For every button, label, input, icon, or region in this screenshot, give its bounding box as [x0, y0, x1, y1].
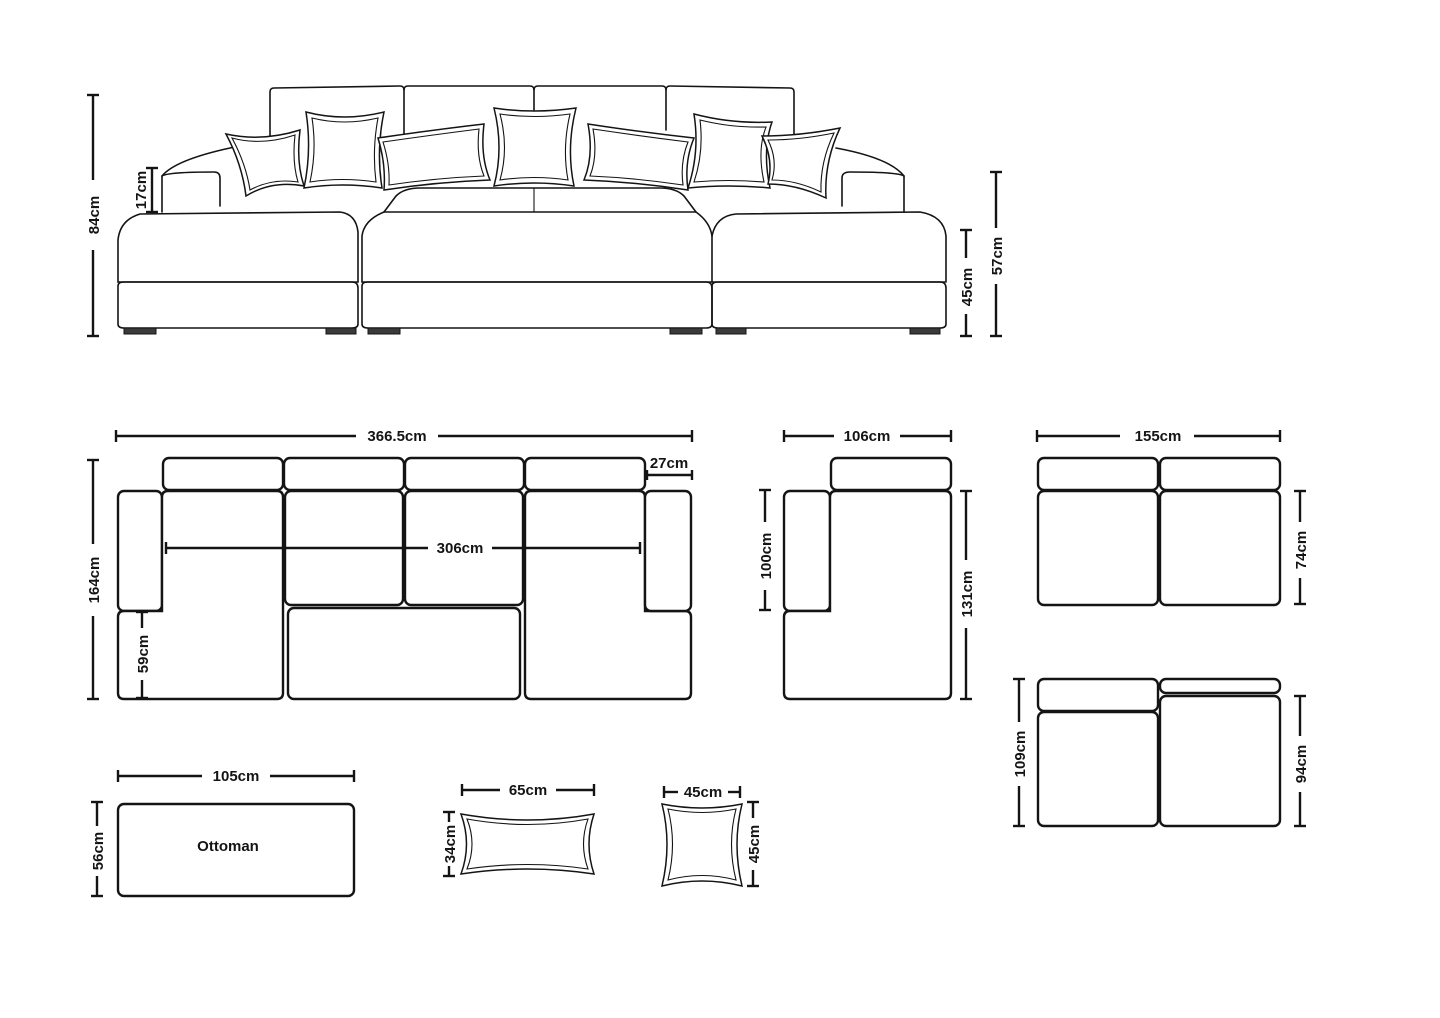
decorative-pillows [224, 107, 842, 200]
middle-module: 155cm 74cm [1035, 428, 1310, 607]
height-total-label: 84cm [86, 196, 103, 234]
sofa-front-view [117, 85, 947, 335]
ottoman-width-label: 105cm [213, 768, 260, 785]
sofa-top-plan [116, 456, 693, 701]
middle-seat-front [361, 187, 713, 335]
middle-depth-label: 74cm [1293, 531, 1310, 569]
armrest-height-label: 17cm [133, 171, 150, 209]
middle-width-label: 155cm [1135, 428, 1182, 445]
seat-height-label: 45cm [959, 268, 976, 306]
front-dimensions: 84cm 17cm 45cm 57cm [86, 93, 1006, 338]
plan-dimensions: 366.5cm 27cm 306cm 164cm 59cm [86, 428, 694, 701]
inner-width-label: 306cm [437, 540, 484, 557]
corner-depth-label: 109cm [1012, 731, 1029, 778]
rect-pillow: 65cm 34cm [442, 782, 596, 878]
pillow-rect-height-label: 34cm [442, 825, 459, 863]
backrest-depth-label: 27cm [650, 455, 688, 472]
total-depth-label: 164cm [86, 557, 103, 604]
left-armrest [161, 139, 263, 213]
right-chaise-front [711, 211, 947, 335]
left-chaise-front [117, 211, 359, 335]
chaise-inner-label: 100cm [758, 533, 775, 580]
arm-depth-label: 59cm [135, 635, 152, 673]
pillow-sq-width-label: 45cm [684, 784, 722, 801]
back-cushions [269, 85, 795, 139]
back-height-label: 57cm [989, 237, 1006, 275]
ottoman-module: Ottoman 105cm 56cm [90, 768, 356, 898]
chaise-width-label: 106cm [844, 428, 891, 445]
pillow-rect-width-label: 65cm [509, 782, 547, 799]
corner-seat-depth-label: 94cm [1293, 745, 1310, 783]
corner-module: 109cm 94cm [1012, 677, 1310, 828]
total-width-label: 366.5cm [367, 428, 426, 445]
right-armrest [835, 147, 905, 213]
chaise-depth-label: 131cm [959, 571, 976, 618]
square-pillow: 45cm 45cm [660, 784, 763, 888]
ottoman-depth-label: 56cm [90, 832, 107, 870]
ottoman-name-label: Ottoman [197, 838, 259, 855]
pillow-sq-height-label: 45cm [746, 825, 763, 863]
chaise-module: 106cm 100cm 131cm [758, 428, 976, 701]
